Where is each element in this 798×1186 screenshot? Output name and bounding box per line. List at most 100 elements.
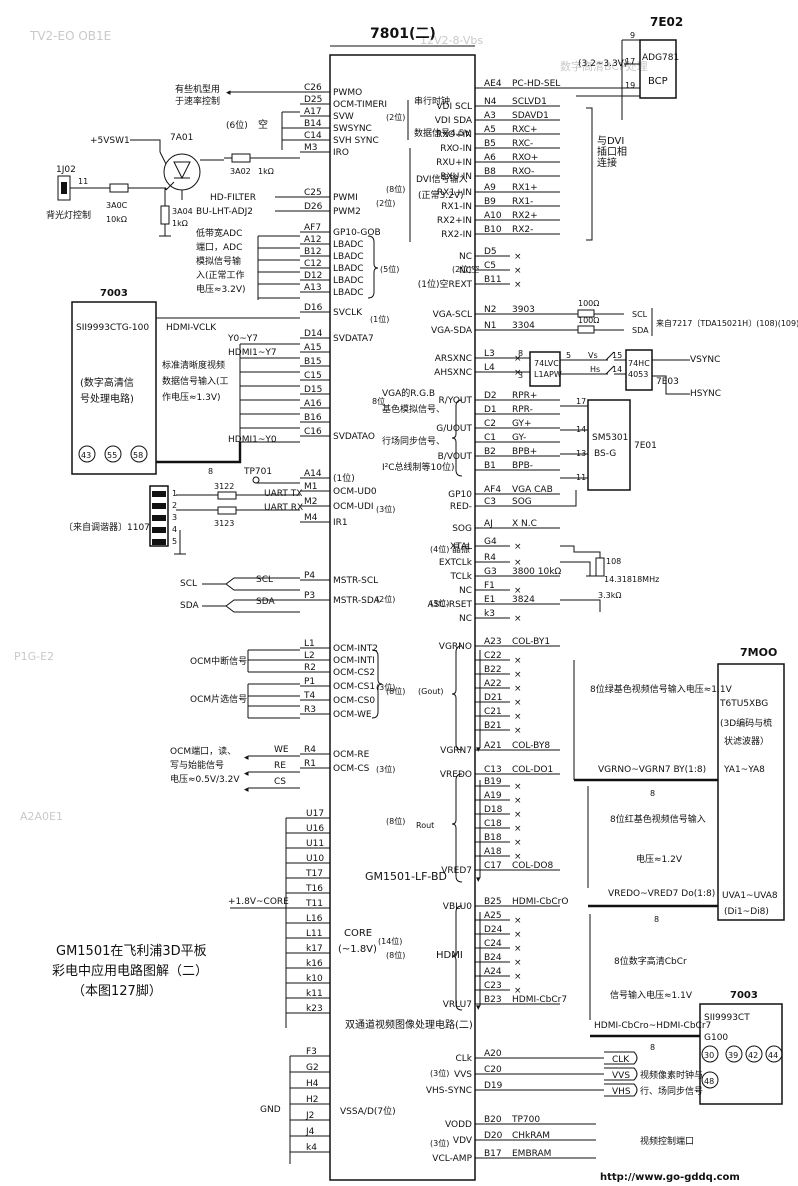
i2c-count: (2位)	[376, 594, 395, 604]
we-label: WE	[274, 745, 289, 755]
no-connect-icon: ×	[514, 558, 522, 568]
no-connect-icon: ×	[514, 838, 522, 848]
pin-number: L2	[304, 651, 315, 661]
pin-signal: RXU-IN	[440, 172, 472, 182]
pin-signal: RX1-IN	[441, 202, 472, 212]
connector-pin-number: 4	[172, 525, 177, 534]
ic-7m00-part: T6TU5XBG	[719, 699, 768, 709]
pin-number: A9	[484, 183, 496, 193]
pin-number: D20	[484, 1131, 503, 1141]
pin-number: D16	[304, 303, 323, 313]
pin-circle-icon	[701, 1071, 719, 1089]
jack-1j02-fill	[61, 182, 67, 194]
pin-number: N4	[484, 97, 497, 107]
pin-number: k10	[306, 974, 323, 984]
ic-7e01-ref: 7E01	[634, 441, 657, 451]
pin-net-label: RX1+	[512, 183, 538, 193]
pin-circle-icon	[104, 445, 122, 463]
resistor-icon	[577, 325, 595, 334]
vga-note-line: VGA的R.G.B	[382, 387, 435, 399]
no-connect-icon: ×	[514, 542, 522, 552]
ic-7e02-wires	[475, 39, 640, 120]
pin-number: B11	[484, 275, 502, 285]
serial-data-label: 数据信号4.5V	[414, 127, 471, 139]
pin-number: A3	[484, 111, 496, 121]
pin-number: k3	[484, 609, 495, 619]
serial-clock-label: 串行时钟	[414, 95, 450, 107]
pin-number: N1	[484, 321, 496, 331]
pin-number: C24	[484, 939, 502, 949]
pin-number: H2	[306, 1095, 319, 1105]
uart-count: (3位)	[376, 504, 395, 514]
ocm-rw-note-line: 电压≈0.5V/3.2V	[170, 773, 240, 785]
pin-number: R4	[484, 553, 496, 563]
pin-number: G3	[484, 567, 497, 577]
no-connect-icon: ×	[514, 972, 522, 982]
no-connect-icon: ×	[514, 614, 522, 624]
ic-7003b-ref: 7003	[730, 990, 758, 1001]
pin-number: A13	[304, 283, 322, 293]
ghost-text: P1G-E2	[14, 650, 54, 663]
b-brace	[451, 905, 463, 1011]
ocm-brace	[371, 649, 383, 719]
pin-number: A20	[484, 1049, 502, 1059]
pwm12-wire	[275, 196, 300, 212]
no-connect-icon: ×	[514, 656, 522, 666]
bus-width: 8	[654, 915, 659, 924]
pin-signal: OCM-INT2	[333, 644, 378, 654]
pin-number: C22	[484, 651, 502, 661]
r-count: (8位)	[386, 816, 405, 826]
bu-lht-label: BU-LHT-ADJ2	[196, 207, 253, 217]
pin-number: P1	[304, 677, 315, 687]
pin-number: 44	[768, 1051, 778, 1060]
g-count: (8位)	[386, 686, 405, 696]
ic-7e01-part: SM5301	[592, 433, 628, 443]
ground-icon	[174, 530, 186, 555]
dvi-input-voltage: (正常3.2V)	[418, 189, 464, 201]
pin-number: D21	[484, 693, 502, 703]
pwm-empty: 空	[258, 118, 268, 131]
pin-net-label: X N.C	[512, 519, 537, 529]
dvi-input-label: DVI信号输入	[416, 173, 468, 185]
pin-signal: RXO+IN	[436, 130, 472, 140]
resistor-value: 100Ω	[578, 316, 599, 325]
pin-number: C12	[304, 259, 322, 269]
vga-scl-label: SCL	[632, 310, 648, 319]
pin-number: A18	[484, 847, 502, 857]
pin-number: D2	[484, 391, 497, 401]
pin-signal: OCM-UD0	[333, 487, 377, 497]
r-bus-note: 8位红基色视频信号输入	[610, 813, 706, 825]
core-supply-label: +1.8V~CORE	[228, 897, 289, 907]
pin-signal: MSTR-SCL	[333, 576, 378, 586]
pin-net-label: PC-HD-SEL	[512, 79, 560, 89]
pin-number: H4	[306, 1079, 319, 1089]
ic-7m00-uva: UVA1~UVA8	[722, 891, 778, 901]
pin-number: A19	[484, 791, 502, 801]
website-watermark: http://www.go-gddq.com	[600, 1172, 740, 1183]
core-label: CORE	[344, 928, 372, 939]
ic-7m00-desc: (3D编码与梳	[720, 717, 772, 729]
ic-7m00-desc: 状滤波器）	[724, 735, 769, 747]
from-7217-label: 来自7217〔TDA15021H〕(108)(109)脚	[656, 318, 798, 328]
pin-signal: ARSXNC	[435, 354, 472, 364]
no-connect-icon: ×	[514, 958, 522, 968]
pin-circle-icon	[725, 1045, 743, 1063]
resistor-value: 1kΩ	[258, 167, 274, 176]
pin-signal: OCM-RE	[333, 750, 370, 760]
no-connect-icon: ×	[514, 266, 522, 276]
pin-number: U10	[306, 854, 324, 864]
ocm-rw-note: OCM端口，读、 写与始能信号 电压≈0.5V/3.2V	[170, 745, 240, 785]
diode-symbol-icon	[173, 161, 191, 180]
vga-count: 8位	[372, 396, 385, 406]
pin-number: J4	[305, 1127, 315, 1137]
arrow-icon: ◂	[226, 88, 231, 98]
vvs-tag: VVS	[612, 1071, 630, 1081]
pin-signal: IR1	[333, 518, 348, 528]
lbadc-note: 低带宽ADC 端口，ADC 模拟信号输 入(正常工作 电压≈3.2V)	[196, 227, 246, 295]
g-out-label: (Gout)	[418, 687, 444, 696]
jack-pin: 11	[78, 177, 88, 186]
pin-number: 42	[748, 1051, 758, 1060]
pin-number: R4	[304, 745, 316, 755]
